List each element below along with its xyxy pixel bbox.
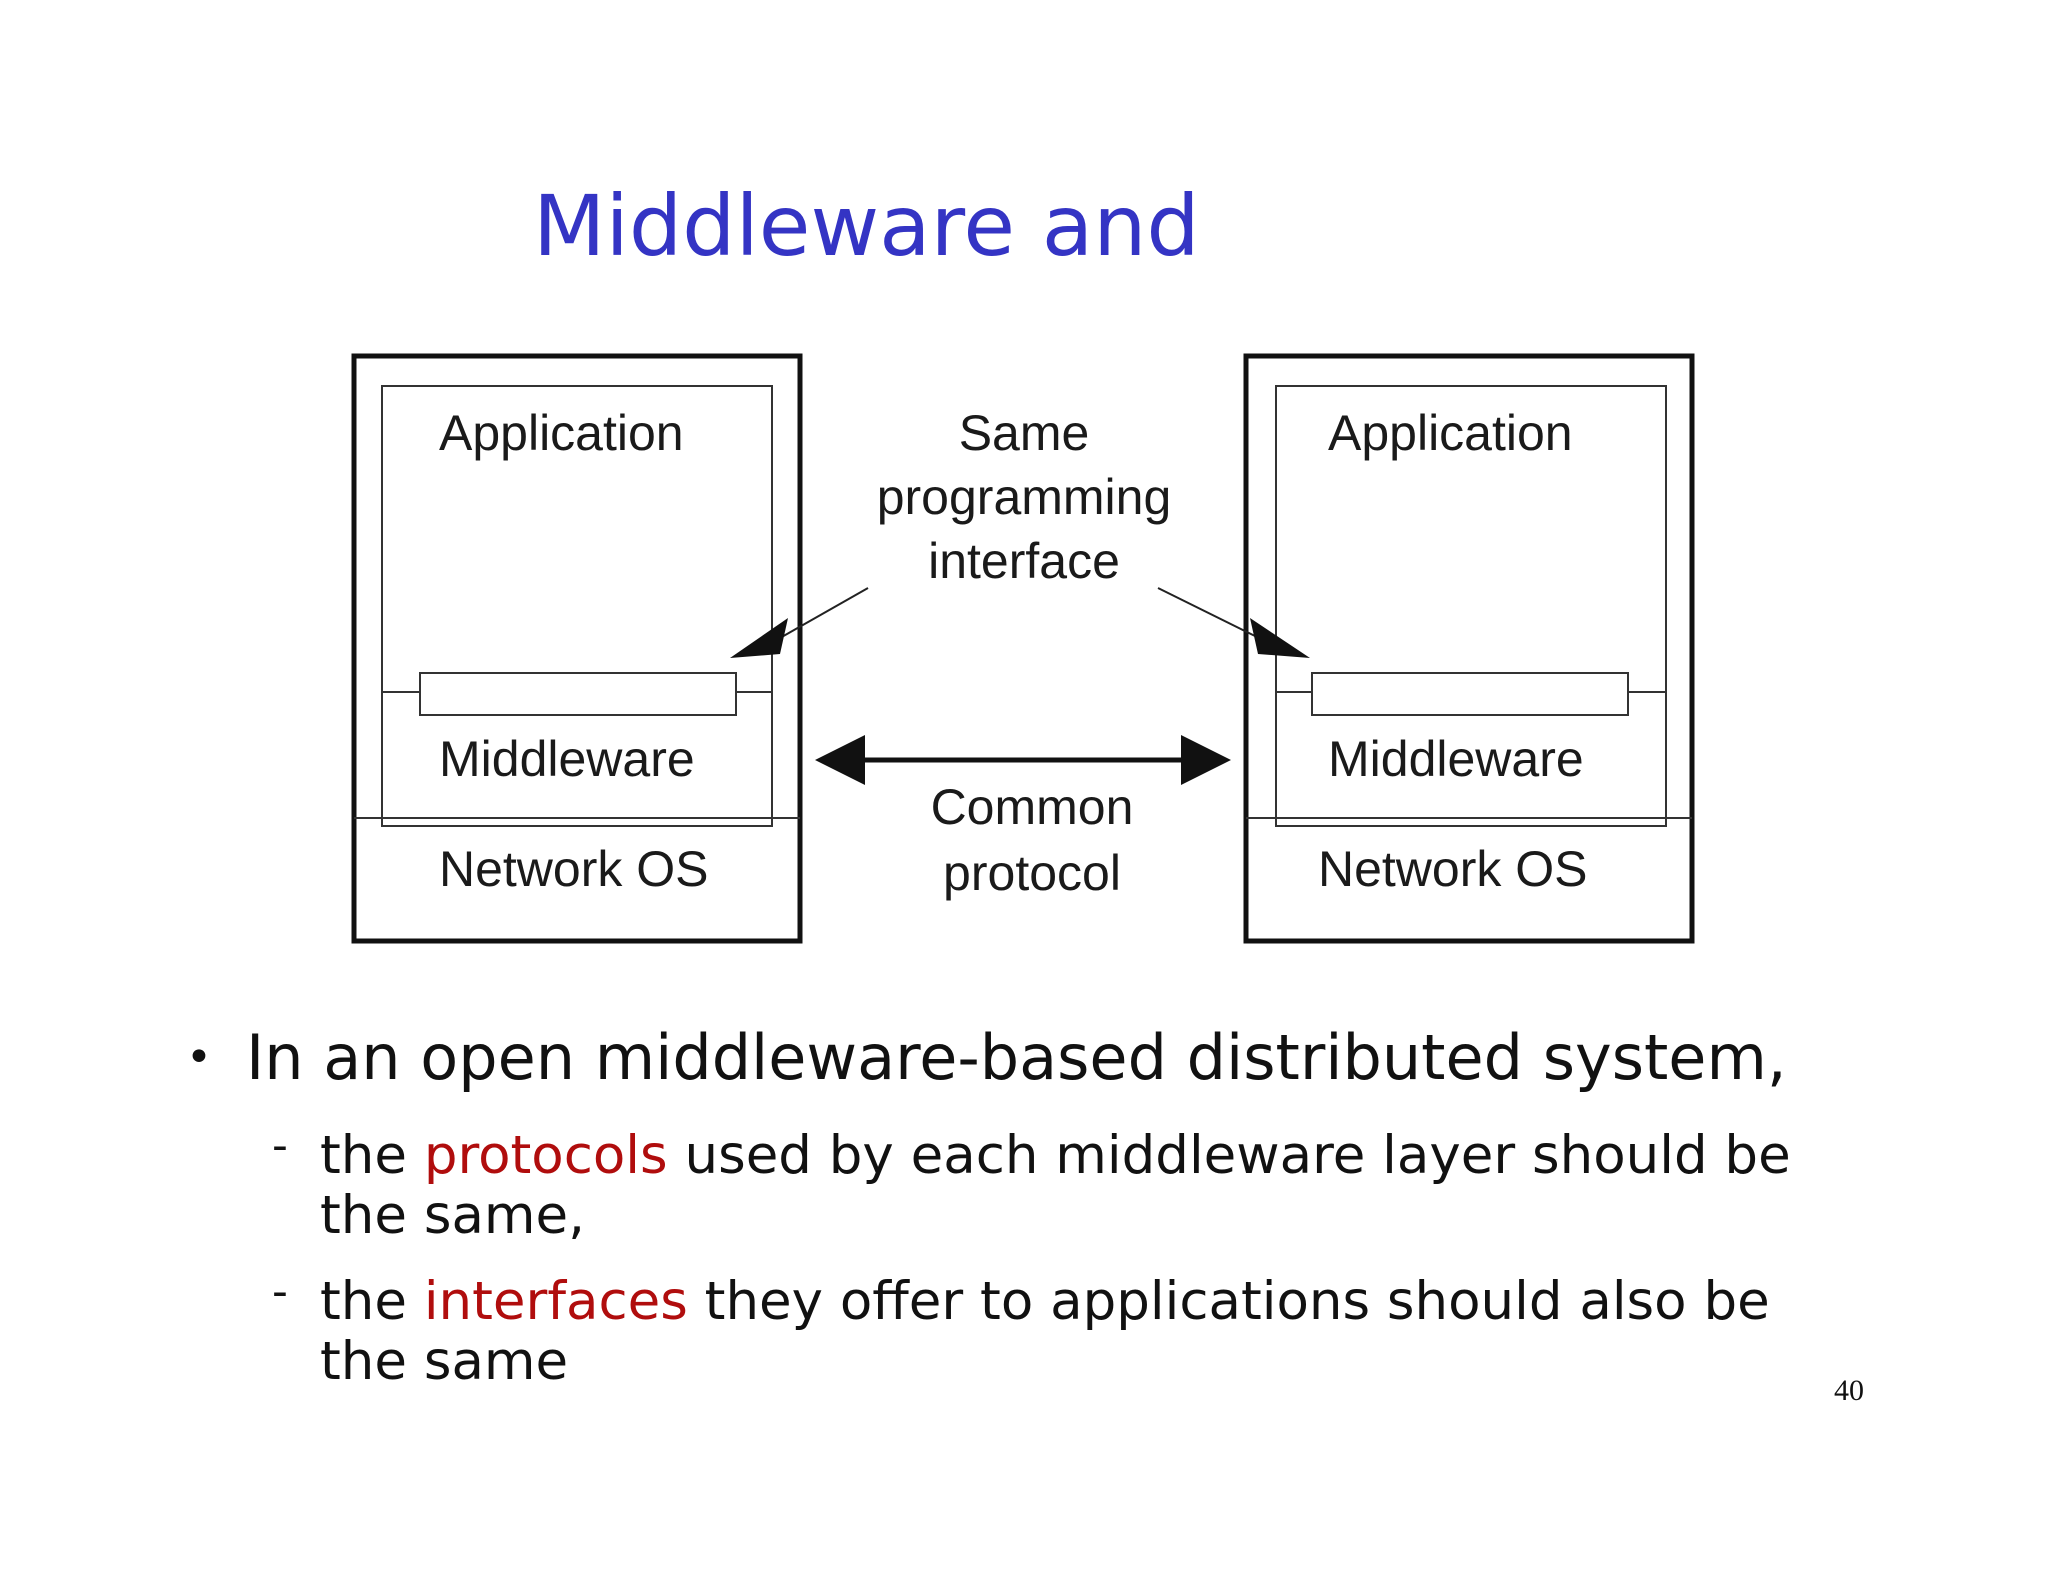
- sub1-highlight: protocols: [423, 1125, 668, 1186]
- right-inner-frame: [1275, 385, 1667, 827]
- left-middleware-label: Middleware: [439, 731, 695, 787]
- protocol-label-line-1: Common: [931, 779, 1134, 835]
- left-host-frame: [351, 353, 803, 944]
- left-network-label: Network OS: [439, 841, 709, 897]
- interface-label-line-3: interface: [928, 533, 1120, 589]
- sub-bullet-interfaces: - the interfaces they offer to applicati…: [180, 1266, 1840, 1392]
- protocol-label-line-2: protocol: [943, 845, 1121, 901]
- sub1-suffix: used by each middleware layer should be …: [320, 1125, 1791, 1246]
- left-host: Application Middleware Network OS: [351, 353, 803, 944]
- right-network-label: Network OS: [1318, 841, 1588, 897]
- slide-title: Middleware and: [533, 177, 1200, 275]
- sub-bullet-dash: -: [272, 1266, 288, 1317]
- middleware-diagram: Application Middleware Network OS Applic…: [310, 318, 1780, 998]
- interface-label-line-1: Same: [959, 405, 1090, 461]
- bullet-marker: •: [186, 1032, 212, 1083]
- right-application-label: Application: [1328, 405, 1573, 461]
- left-application-label: Application: [439, 405, 684, 461]
- sub-bullet-dash: -: [272, 1120, 288, 1171]
- sub1-prefix: the: [320, 1125, 424, 1186]
- interface-label-line-2: programming: [877, 469, 1172, 525]
- bullet-list: • In an open middleware-based distribute…: [180, 1018, 1860, 1418]
- right-host: Application Middleware Network OS: [1243, 353, 1695, 944]
- page-number: 40: [1834, 1374, 1864, 1407]
- left-interface-arrow-line: [779, 587, 869, 639]
- right-interface-arrow-line: [1157, 587, 1256, 637]
- sub2-suffix: they offer to applications should also b…: [320, 1271, 1770, 1392]
- sub2-highlight: interfaces: [423, 1271, 688, 1332]
- left-inner-frame: [381, 385, 773, 827]
- bullet-main: • In an open middleware-based distribute…: [180, 1018, 1860, 1098]
- bullet-main-text: In an open middleware-based distributed …: [246, 1021, 1787, 1094]
- left-interface-arrowhead: [730, 618, 788, 658]
- right-middleware-label: Middleware: [1328, 731, 1584, 787]
- diagram-canvas: Application Middleware Network OS Applic…: [351, 353, 1695, 944]
- right-api-bar: [1311, 672, 1629, 716]
- sub2-prefix: the: [320, 1271, 424, 1332]
- sub-bullet-protocols: - the protocols used by each middleware …: [180, 1120, 1840, 1246]
- right-interface-arrowhead: [1250, 618, 1310, 658]
- right-host-frame: [1243, 353, 1695, 944]
- left-api-bar: [419, 672, 737, 716]
